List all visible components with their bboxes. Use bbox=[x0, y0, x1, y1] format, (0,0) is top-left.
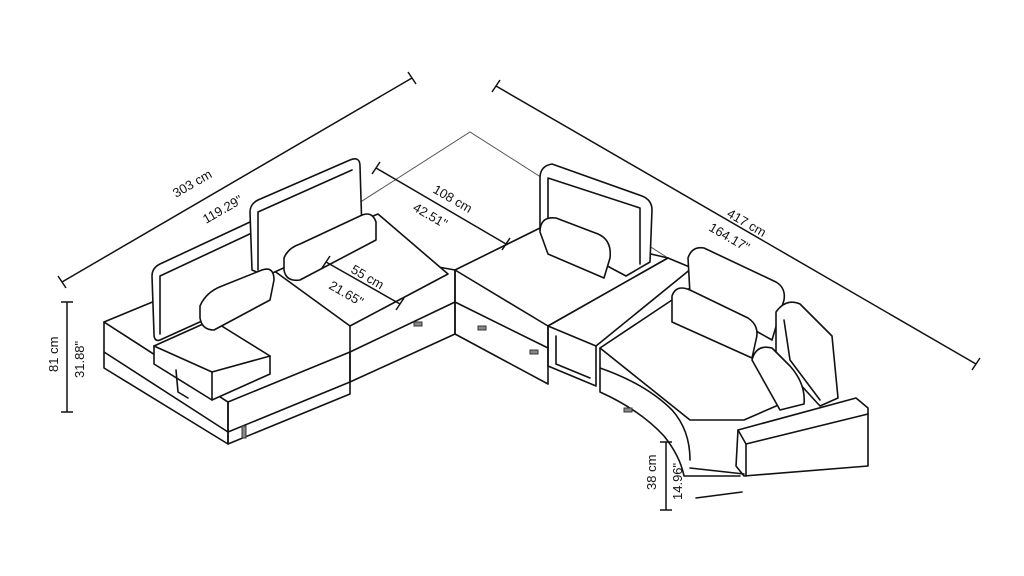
right-pillow-2 bbox=[751, 346, 806, 411]
overall-height-metric: 81 cm bbox=[46, 337, 61, 372]
right-end-arm bbox=[735, 397, 869, 477]
corner-backrest bbox=[539, 163, 653, 277]
overall-height-imperial: 31.88" bbox=[72, 340, 87, 378]
leg bbox=[529, 349, 539, 355]
corner-pillow bbox=[539, 216, 612, 279]
left-pillow-2 bbox=[283, 213, 377, 282]
leg bbox=[623, 407, 633, 413]
dimension-seat-height: 38 cm 14.96" bbox=[644, 441, 685, 511]
leg bbox=[477, 325, 487, 331]
left-pillow-1 bbox=[199, 268, 275, 331]
backrest-left-inner bbox=[249, 158, 363, 277]
leg bbox=[413, 321, 423, 327]
leg bbox=[241, 425, 247, 439]
dimension-overall-height: 81 cm 31.88" bbox=[46, 301, 87, 413]
seat-height-imperial: 14.96" bbox=[670, 462, 685, 500]
back-depth-imperial: 42.51" bbox=[411, 200, 451, 232]
right-backrest bbox=[687, 246, 786, 341]
seat-height-metric: 38 cm bbox=[644, 455, 659, 490]
left-width-metric: 303 cm bbox=[170, 166, 214, 200]
right-side-backrest bbox=[775, 301, 839, 407]
sofa-drawing bbox=[103, 131, 869, 499]
right-pillow-1 bbox=[671, 287, 758, 359]
